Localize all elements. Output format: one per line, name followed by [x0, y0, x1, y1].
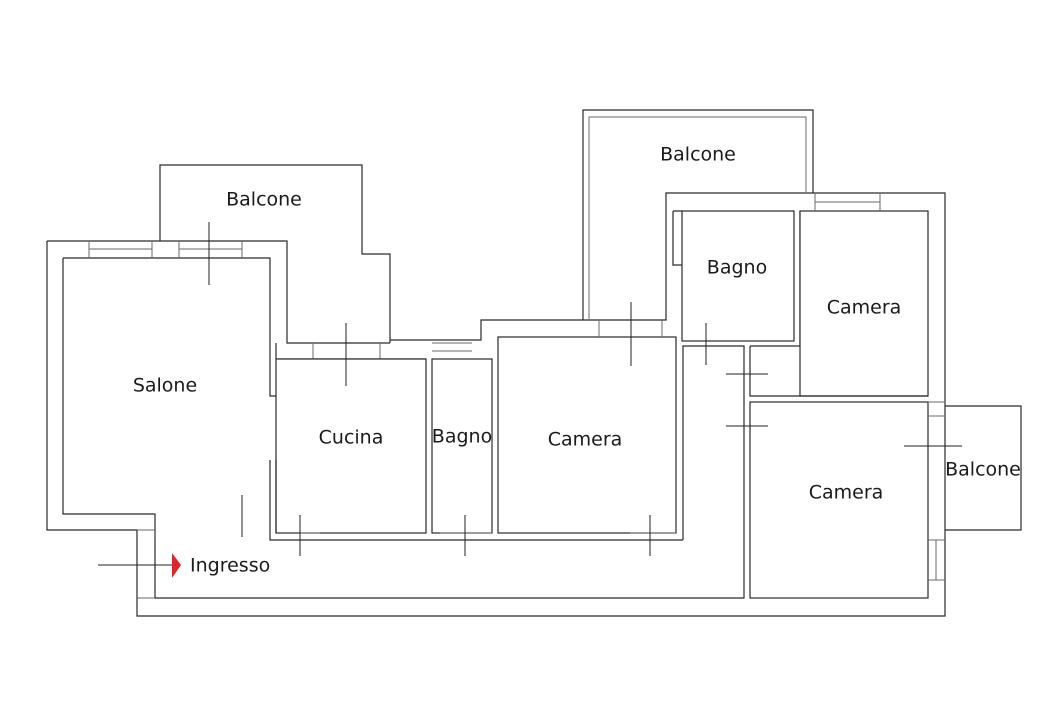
label-ingresso: Ingresso — [190, 555, 270, 577]
label-camera-bottom-right: Camera — [809, 482, 884, 504]
label-bagno-center: Bagno — [432, 426, 492, 448]
walls — [46, 109, 1022, 617]
label-cucina: Cucina — [319, 427, 384, 449]
label-camera-top-right: Camera — [827, 297, 902, 319]
door-markers — [98, 222, 962, 566]
label-salone: Salone — [133, 375, 197, 397]
entrance-arrow-icon — [172, 553, 181, 578]
label-balcone-right: Balcone — [945, 459, 1021, 481]
label-bagno-right: Bagno — [707, 257, 767, 279]
label-camera-center: Camera — [548, 429, 623, 451]
label-balcone-top-left: Balcone — [226, 189, 302, 211]
label-balcone-top-right: Balcone — [660, 144, 736, 166]
